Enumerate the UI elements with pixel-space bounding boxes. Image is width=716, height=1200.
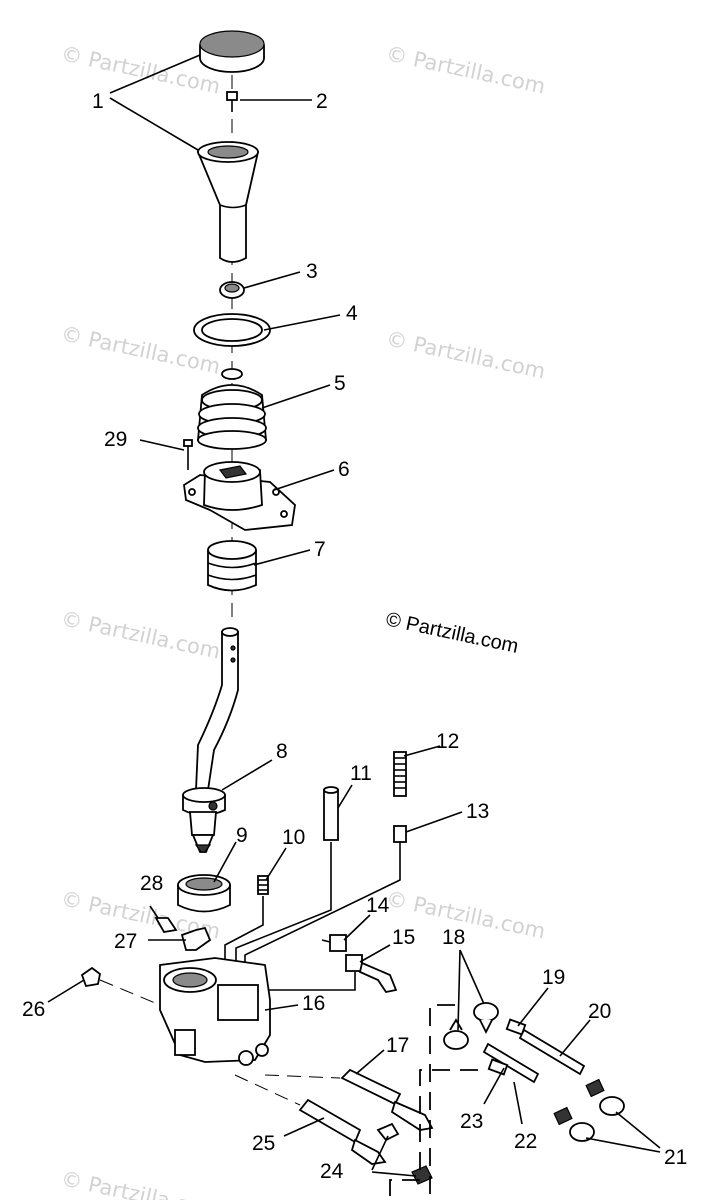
leader-lines bbox=[47, 54, 661, 1177]
part-1-knob-cap bbox=[199, 30, 265, 73]
part-13-cap bbox=[393, 825, 407, 843]
callout-6: 6 bbox=[338, 458, 350, 481]
part-8-shift-lever bbox=[182, 627, 239, 853]
callout-5: 5 bbox=[334, 372, 346, 395]
part-25-cable-rod bbox=[234, 1074, 387, 1165]
callout-22: 22 bbox=[514, 1130, 537, 1153]
callout-18: 18 bbox=[442, 926, 465, 949]
part-16-shifter-housing bbox=[159, 957, 271, 1066]
callout-26: 26 bbox=[22, 998, 45, 1021]
part-1-handle bbox=[196, 141, 260, 263]
callout-16: 16 bbox=[302, 992, 325, 1015]
part-24-nut bbox=[376, 1122, 433, 1185]
callout-4: 4 bbox=[346, 302, 358, 325]
part-29-screw bbox=[183, 439, 193, 470]
callout-7: 7 bbox=[314, 538, 326, 561]
watermark: © Partzilla.com bbox=[384, 326, 548, 383]
part-14-switch bbox=[321, 934, 347, 952]
part-3-bushing bbox=[219, 281, 245, 299]
callout-15: 15 bbox=[392, 926, 415, 949]
callout-10: 10 bbox=[282, 826, 305, 849]
part-27-fork bbox=[180, 926, 212, 951]
part-5-boot bbox=[197, 368, 267, 450]
part-4-ring bbox=[193, 313, 271, 347]
part-10-spring bbox=[257, 875, 269, 895]
watermark-layer: © Partzilla.com © Partzilla.com © Partzi… bbox=[59, 41, 548, 1200]
watermark: © Partzilla.com bbox=[59, 41, 223, 98]
watermark: © Partzilla.com bbox=[59, 606, 223, 663]
callout-29: 29 bbox=[104, 428, 127, 451]
callout-28: 28 bbox=[140, 872, 163, 895]
callout-27: 27 bbox=[114, 930, 137, 953]
part-18-rod-end bbox=[443, 1002, 499, 1050]
callout-labels: 1 2 3 4 5 29 6 7 8 12 11 13 10 9 28 14 2… bbox=[22, 90, 687, 1183]
callout-12: 12 bbox=[436, 730, 459, 753]
callout-9: 9 bbox=[236, 824, 248, 847]
copyright-notice: © Partzilla.com bbox=[384, 608, 520, 658]
part-17-cable-rod bbox=[264, 1068, 434, 1131]
callout-14: 14 bbox=[366, 894, 390, 917]
watermark: © Partzilla.com bbox=[59, 1166, 223, 1200]
callout-17: 17 bbox=[386, 1034, 409, 1057]
guide-line bbox=[235, 842, 332, 975]
callout-8: 8 bbox=[276, 740, 288, 763]
part-9-collar bbox=[177, 874, 231, 913]
part-12-threaded-rod bbox=[393, 751, 407, 797]
part-26-bolt bbox=[80, 966, 161, 1006]
watermark: © Partzilla.com bbox=[384, 41, 548, 98]
part-2-screw bbox=[226, 91, 238, 112]
callout-2: 2 bbox=[316, 90, 328, 113]
callout-1: 1 bbox=[92, 90, 104, 113]
part-28-pin bbox=[154, 917, 178, 933]
part-20-cable bbox=[482, 1028, 586, 1084]
callout-13: 13 bbox=[466, 800, 489, 823]
callout-21: 21 bbox=[664, 1146, 687, 1169]
callout-20: 20 bbox=[588, 1000, 611, 1023]
callout-23: 23 bbox=[460, 1110, 483, 1133]
part-21-rod-end bbox=[553, 1078, 625, 1142]
part-11-pin bbox=[323, 786, 339, 841]
part-15-switch bbox=[345, 954, 398, 994]
callout-24: 24 bbox=[320, 1160, 344, 1183]
part-7-damper bbox=[207, 540, 257, 592]
assembly-bracket bbox=[389, 1069, 478, 1200]
callout-11: 11 bbox=[350, 762, 372, 785]
callout-19: 19 bbox=[542, 966, 565, 989]
callout-25: 25 bbox=[252, 1132, 275, 1155]
part-6-housing-plate bbox=[183, 461, 296, 531]
callout-3: 3 bbox=[306, 260, 318, 283]
guide-line bbox=[265, 972, 356, 991]
assembly-bracket bbox=[429, 1004, 455, 1200]
